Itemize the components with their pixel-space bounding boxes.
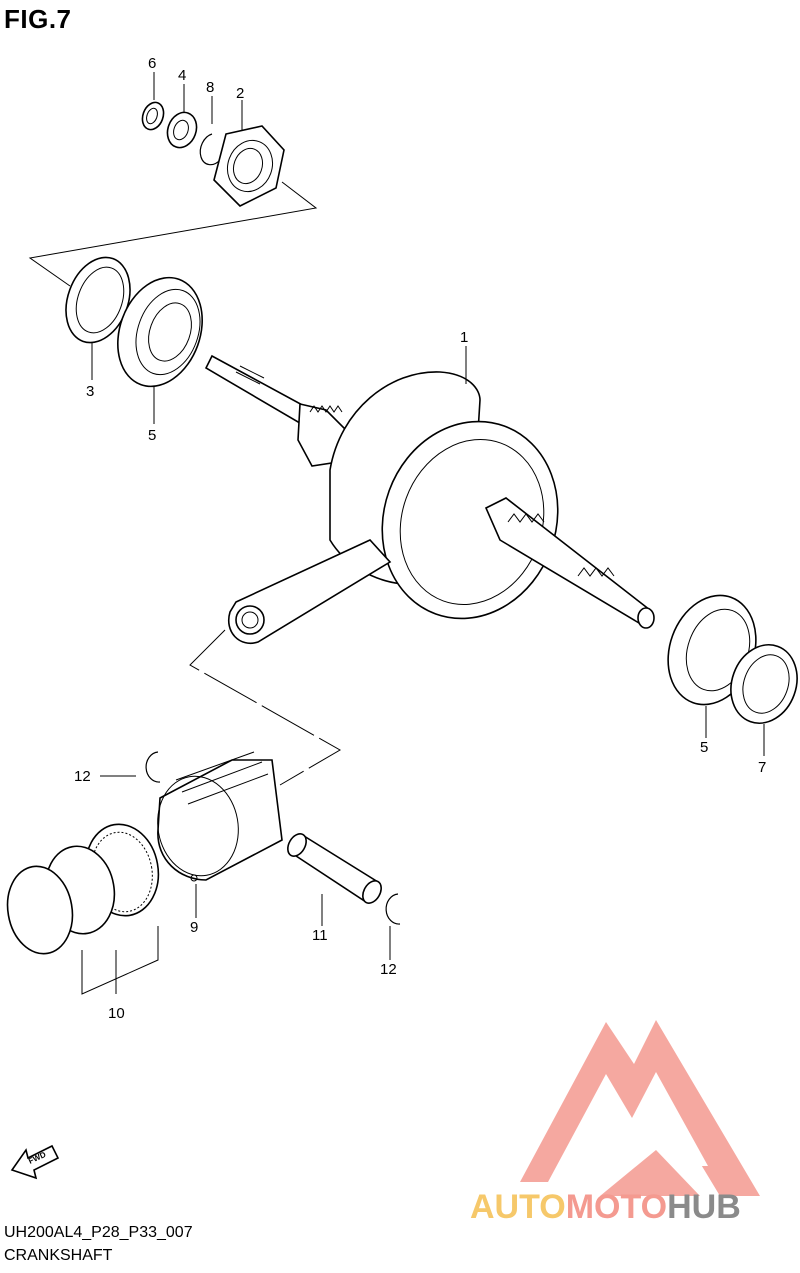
callout-5-left: 5 [148, 427, 156, 444]
part-10-piston-rings [6, 823, 160, 955]
part-1-crankshaft-assembly [227, 371, 655, 645]
callout-3: 3 [86, 383, 94, 400]
callout-6: 6 [148, 55, 156, 72]
figure-code: UH200AL4_P28_P33_007 [4, 1224, 193, 1241]
part-4-bearing [166, 111, 198, 149]
callout-4: 4 [178, 67, 186, 84]
part-6-oil-seal [141, 101, 165, 131]
automotohub-logo-icon [520, 1020, 760, 1196]
callout-1: 1 [460, 329, 468, 346]
figure-title: FIG.7 [4, 4, 72, 34]
watermark-hub: HUB [667, 1188, 741, 1226]
callout-11: 11 [312, 927, 328, 944]
watermark-text: AUTOMOTOHUB [470, 1188, 741, 1227]
callout-10: 10 [108, 1005, 125, 1022]
part-12-circlip-lower [385, 893, 401, 925]
callout-9: 9 [190, 919, 198, 936]
part-2-hex-nut [213, 125, 285, 207]
assembly-lines [28, 181, 342, 786]
callout-2: 2 [236, 85, 244, 102]
part-12-circlip-upper [145, 751, 161, 783]
watermark-auto: AUTO [470, 1188, 566, 1226]
callout-numbers: 6 4 8 2 1 3 5 5 7 12 9 11 12 10 [74, 55, 766, 1022]
watermark-moto: MOTO [565, 1188, 668, 1226]
callout-5-right: 5 [700, 739, 708, 756]
callout-8: 8 [206, 79, 214, 96]
callout-12-upper: 12 [74, 768, 91, 785]
part-11-piston-pin [287, 833, 382, 904]
crankshaft-left-shaft [204, 354, 347, 467]
part-7-oil-seal [730, 644, 798, 724]
figure-name: CRANKSHAFT [4, 1247, 113, 1264]
callout-7: 7 [758, 759, 766, 776]
part-9-piston [157, 751, 283, 882]
part-3-oil-seal [65, 256, 131, 344]
leader-lines [81, 72, 765, 995]
fwd-arrow-icon: FWD [10, 1144, 60, 1180]
callout-12-lower: 12 [380, 961, 397, 978]
part-5-bearing-left [117, 276, 203, 388]
part-8-circlip [199, 133, 221, 166]
